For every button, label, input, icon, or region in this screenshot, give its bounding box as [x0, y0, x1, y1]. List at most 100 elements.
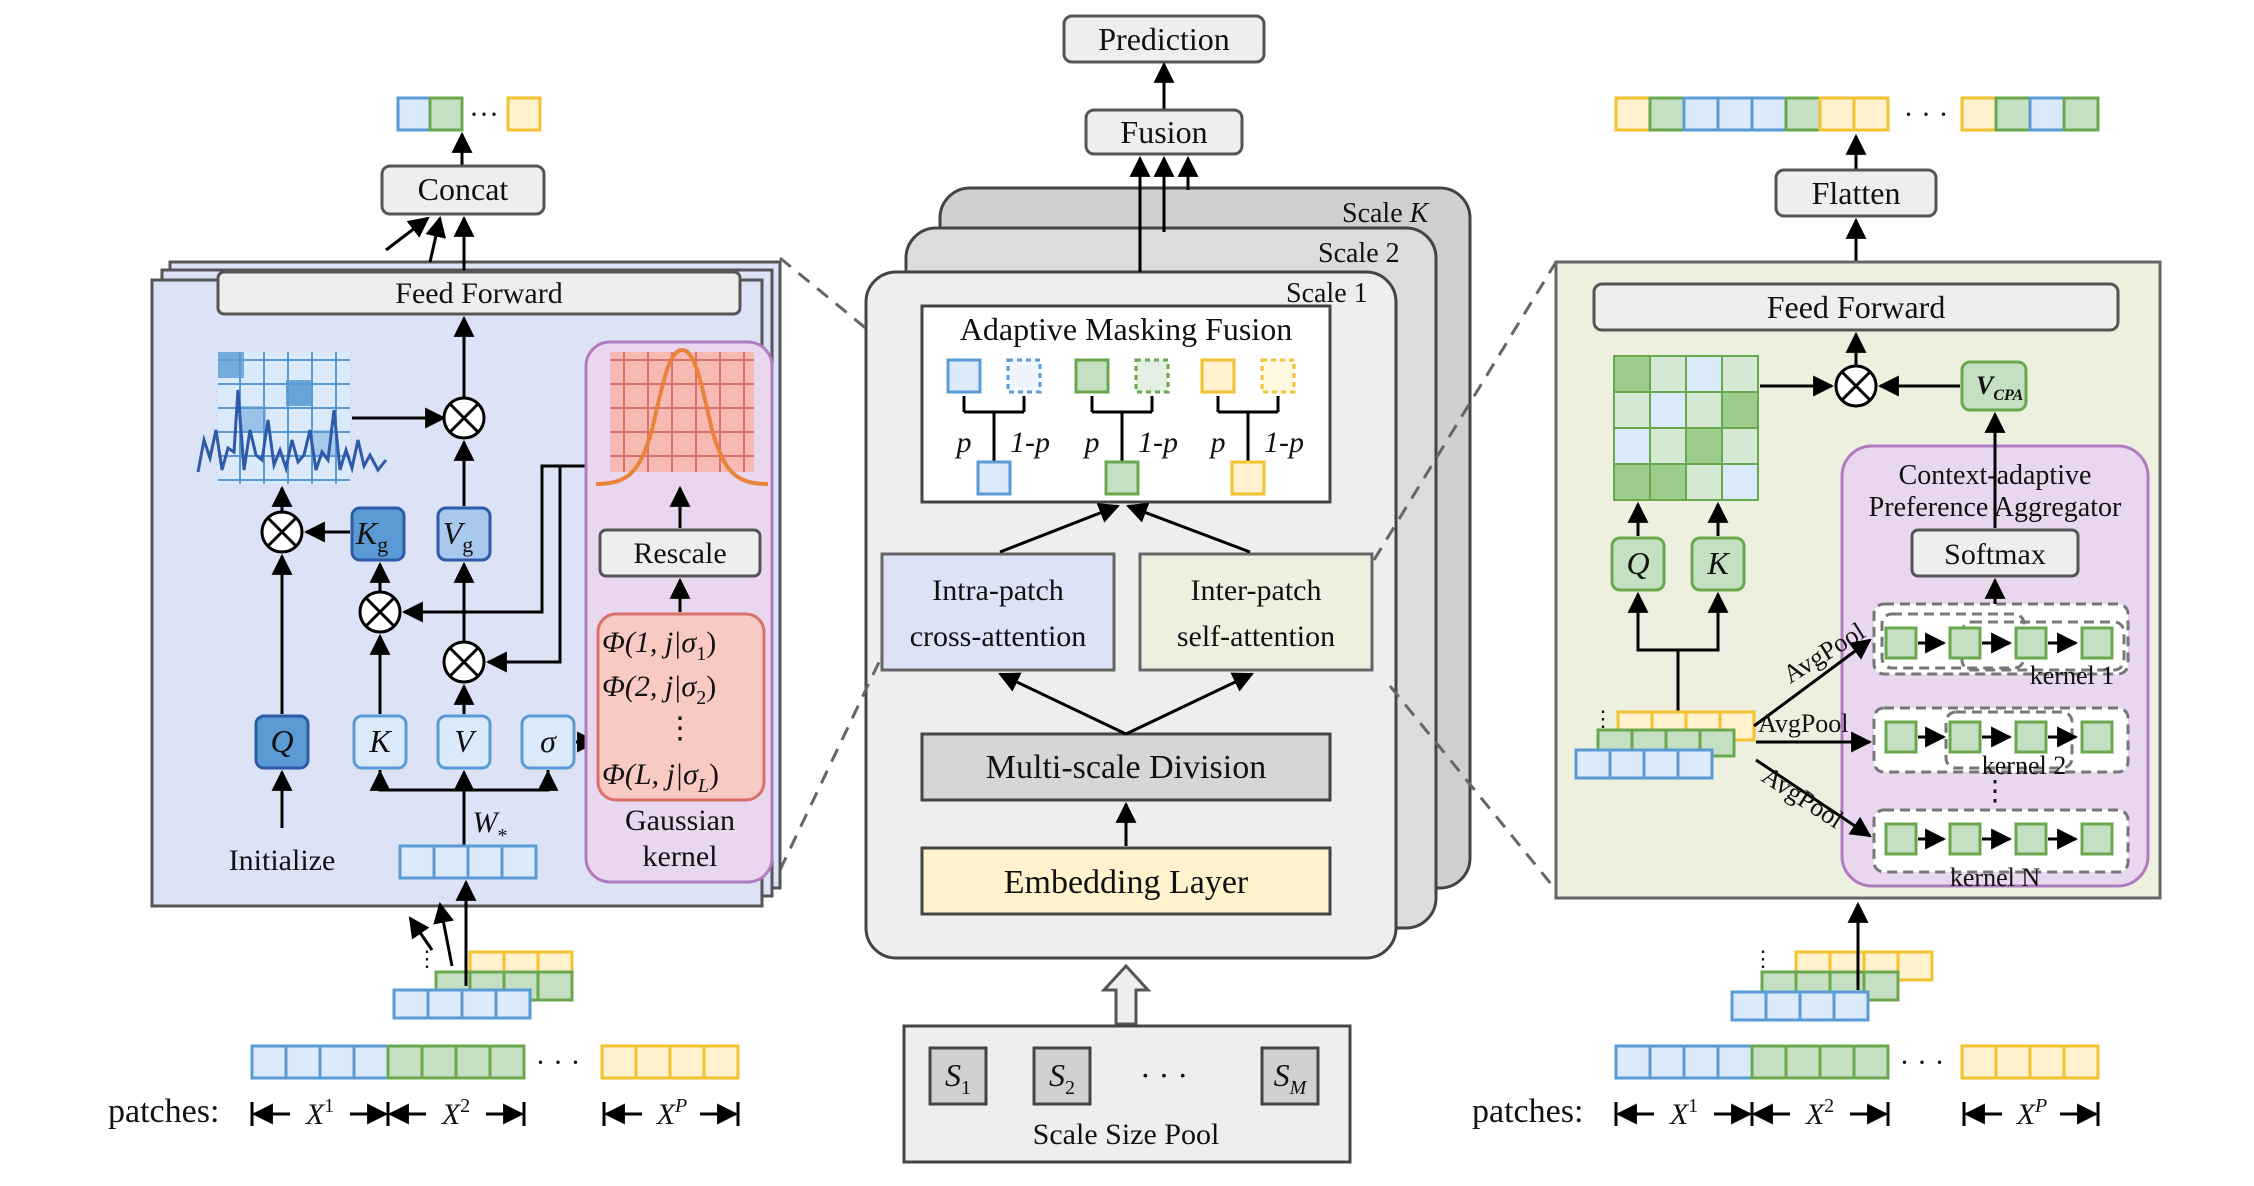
- svg-text:XP: XP: [2016, 1095, 2048, 1131]
- right-attention-grid: [1613, 355, 1759, 501]
- svg-text:Scale Size Pool: Scale Size Pool: [1033, 1118, 1220, 1151]
- svg-text:self-attention: self-attention: [1177, 620, 1335, 653]
- svg-text:Feed Forward: Feed Forward: [395, 277, 562, 310]
- svg-text:⋮: ⋮: [665, 712, 695, 745]
- kg-box: Kg: [350, 506, 406, 562]
- svg-text:Scale K: Scale K: [1342, 198, 1430, 229]
- svg-text:Φ(2, j|σ2): Φ(2, j|σ2): [602, 670, 716, 709]
- attention-map-grid: [196, 352, 388, 484]
- intra-patch-cross-attention: Intra-patch cross-attention: [880, 552, 1116, 672]
- vcpa-box: VCPA: [1960, 360, 2028, 412]
- svg-text:· · ·: · · ·: [1904, 98, 1949, 131]
- svg-text:V: V: [454, 723, 477, 759]
- svg-text:X1: X1: [305, 1095, 334, 1131]
- multiply-k-icon: [358, 590, 402, 634]
- svg-text:1-p: 1-p: [1010, 426, 1050, 459]
- svg-text:⋮: ⋮: [1752, 946, 1774, 971]
- svg-text:1-p: 1-p: [1264, 426, 1304, 459]
- svg-text:VCPA: VCPA: [1976, 371, 2024, 404]
- svg-text:· · ·: · · ·: [1140, 1057, 1188, 1093]
- svg-text:Intra-patch: Intra-patch: [932, 574, 1064, 607]
- scale-size-pool: S1 S2 · · · SM Scale Size Pool: [902, 1024, 1352, 1164]
- svg-text:kernel 2: kernel 2: [1982, 751, 2066, 780]
- svg-text:patches:: patches:: [108, 1093, 219, 1130]
- svg-text:Q: Q: [270, 723, 293, 759]
- svg-text:⋮: ⋮: [1981, 776, 2009, 807]
- svg-text:W*: W*: [473, 806, 508, 847]
- right-patches-row: · · ·: [1614, 1044, 2100, 1080]
- svg-text:Prediction: Prediction: [1098, 21, 1230, 57]
- svg-text:Softmax: Softmax: [1944, 538, 2046, 571]
- right-feed-forward: Feed Forward: [1592, 282, 2120, 332]
- right-output-strip: · · ·: [1614, 96, 2100, 132]
- svg-text:Feed Forward: Feed Forward: [1767, 289, 1946, 325]
- svg-text:Inter-patch: Inter-patch: [1191, 574, 1322, 607]
- svg-text:···: ···: [469, 98, 499, 131]
- flatten-box: Flatten: [1774, 168, 1938, 218]
- svg-text:AvgPool: AvgPool: [1758, 709, 1849, 738]
- multiply-v-icon: [442, 640, 486, 684]
- fusion-box: Fusion: [1084, 108, 1244, 156]
- prediction-box: Prediction: [1062, 14, 1266, 64]
- right-inner-stack: ⋮: [1574, 706, 1756, 780]
- k-box: K: [352, 714, 408, 770]
- adaptive-masking-fusion: Adaptive Masking Fusion p 1-p p 1-p p 1-…: [920, 304, 1332, 504]
- right-input-stack: ⋮: [1730, 946, 1934, 1022]
- svg-text:Scale 1: Scale 1: [1286, 278, 1368, 309]
- multiply-top-icon: [442, 396, 486, 440]
- multiply-q-icon: [260, 510, 304, 554]
- svg-text:Gaussian: Gaussian: [625, 804, 735, 837]
- svg-text:X2: X2: [1805, 1095, 1834, 1131]
- q-box: Q: [254, 714, 310, 770]
- svg-text:p: p: [1209, 426, 1226, 459]
- right-q-box: Q: [1610, 536, 1666, 592]
- svg-text:· · ·: · · ·: [536, 1046, 581, 1079]
- svg-text:⋮: ⋮: [1592, 706, 1614, 731]
- svg-text:cross-attention: cross-attention: [910, 620, 1087, 653]
- embedding-layer: Embedding Layer: [920, 846, 1332, 916]
- svg-text:Adaptive Masking Fusion: Adaptive Masking Fusion: [960, 311, 1292, 347]
- svg-text:1-p: 1-p: [1138, 426, 1178, 459]
- svg-text:Φ(L, j|σL): Φ(L, j|σL): [602, 758, 719, 797]
- svg-text:K: K: [368, 723, 392, 759]
- svg-text:Initialize: Initialize: [229, 844, 336, 877]
- up-hollow-arrow-icon: [1100, 963, 1152, 1026]
- svg-text:σ: σ: [540, 723, 557, 759]
- svg-text:Rescale: Rescale: [633, 537, 726, 570]
- svg-text:kernel 1: kernel 1: [2030, 661, 2114, 690]
- svg-text:Embedding Layer: Embedding Layer: [1004, 864, 1249, 901]
- left-output-strip: ···: [396, 96, 542, 132]
- svg-text:Fusion: Fusion: [1120, 114, 1207, 150]
- svg-text:Q: Q: [1626, 545, 1649, 581]
- svg-text:Φ(1, j|σ1): Φ(1, j|σ1): [602, 626, 716, 665]
- svg-text:Multi-scale Division: Multi-scale Division: [986, 749, 1266, 786]
- left-feed-forward: Feed Forward: [216, 270, 742, 316]
- svg-text:· · ·: · · ·: [1900, 1046, 1945, 1079]
- multi-scale-division: Multi-scale Division: [920, 732, 1332, 802]
- svg-text:kernel N: kernel N: [1950, 863, 2040, 892]
- w-input-strip: [398, 844, 538, 880]
- left-input-stack: ⋮: [392, 946, 574, 1020]
- svg-text:SM: SM: [1274, 1057, 1308, 1099]
- svg-text:XP: XP: [656, 1095, 688, 1131]
- svg-text:S2: S2: [1049, 1057, 1075, 1099]
- sigma-box: σ: [520, 714, 576, 770]
- svg-text:p: p: [955, 426, 972, 459]
- right-k-box: K: [1690, 536, 1746, 592]
- svg-text:Scale 2: Scale 2: [1318, 238, 1400, 269]
- right-multiply-icon: [1834, 364, 1878, 408]
- inter-patch-self-attention: Inter-patch self-attention: [1138, 552, 1374, 672]
- svg-text:Kg: Kg: [355, 515, 388, 557]
- concat-box: Concat: [380, 164, 546, 216]
- svg-text:X2: X2: [441, 1095, 470, 1131]
- left-patches-row: · · ·: [250, 1044, 740, 1080]
- svg-text:p: p: [1083, 426, 1100, 459]
- v-box: V: [436, 714, 492, 770]
- vg-box: Vg: [436, 506, 492, 562]
- svg-text:patches:: patches:: [1472, 1093, 1583, 1130]
- svg-text:Vg: Vg: [443, 515, 474, 557]
- svg-text:S1: S1: [945, 1057, 971, 1099]
- svg-text:Concat: Concat: [418, 171, 509, 207]
- svg-text:K: K: [1706, 545, 1730, 581]
